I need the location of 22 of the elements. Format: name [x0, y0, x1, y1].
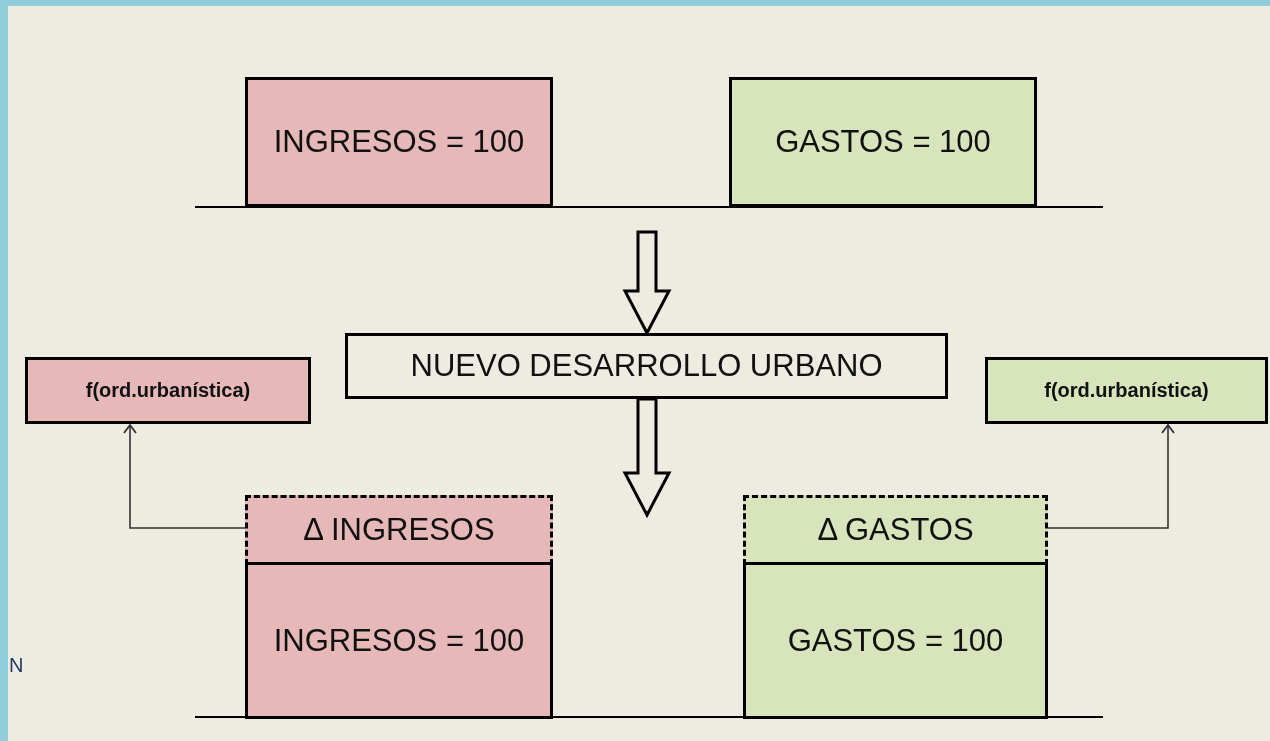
increment-box — [245, 495, 553, 565]
node-text: f(ord.urbanística) — [85, 379, 251, 402]
node-text: INGRESOS = 100 — [273, 622, 525, 659]
node-text: f(ord.urbanística) — [1044, 379, 1209, 402]
node-text: GASTOS = 100 — [787, 622, 1004, 659]
income-box — [245, 77, 553, 207]
fragment-text: N — [9, 654, 24, 677]
function-box — [25, 357, 311, 424]
increment-box — [743, 495, 1048, 565]
function-box — [985, 357, 1268, 424]
block-arrow — [622, 397, 672, 519]
node-text: Δ GASTOS — [817, 512, 974, 548]
expense-box — [729, 77, 1037, 207]
node-text: INGRESOS = 100 — [273, 124, 525, 160]
expense-box — [743, 562, 1048, 719]
arrow — [123, 424, 246, 529]
node-text: Δ INGRESOS — [303, 512, 495, 548]
process-box — [345, 333, 948, 399]
arrow — [1047, 424, 1175, 529]
node-text: NUEVO DESARROLLO URBANO — [410, 348, 883, 384]
node-text: GASTOS = 100 — [775, 124, 991, 160]
income-box — [245, 562, 553, 719]
